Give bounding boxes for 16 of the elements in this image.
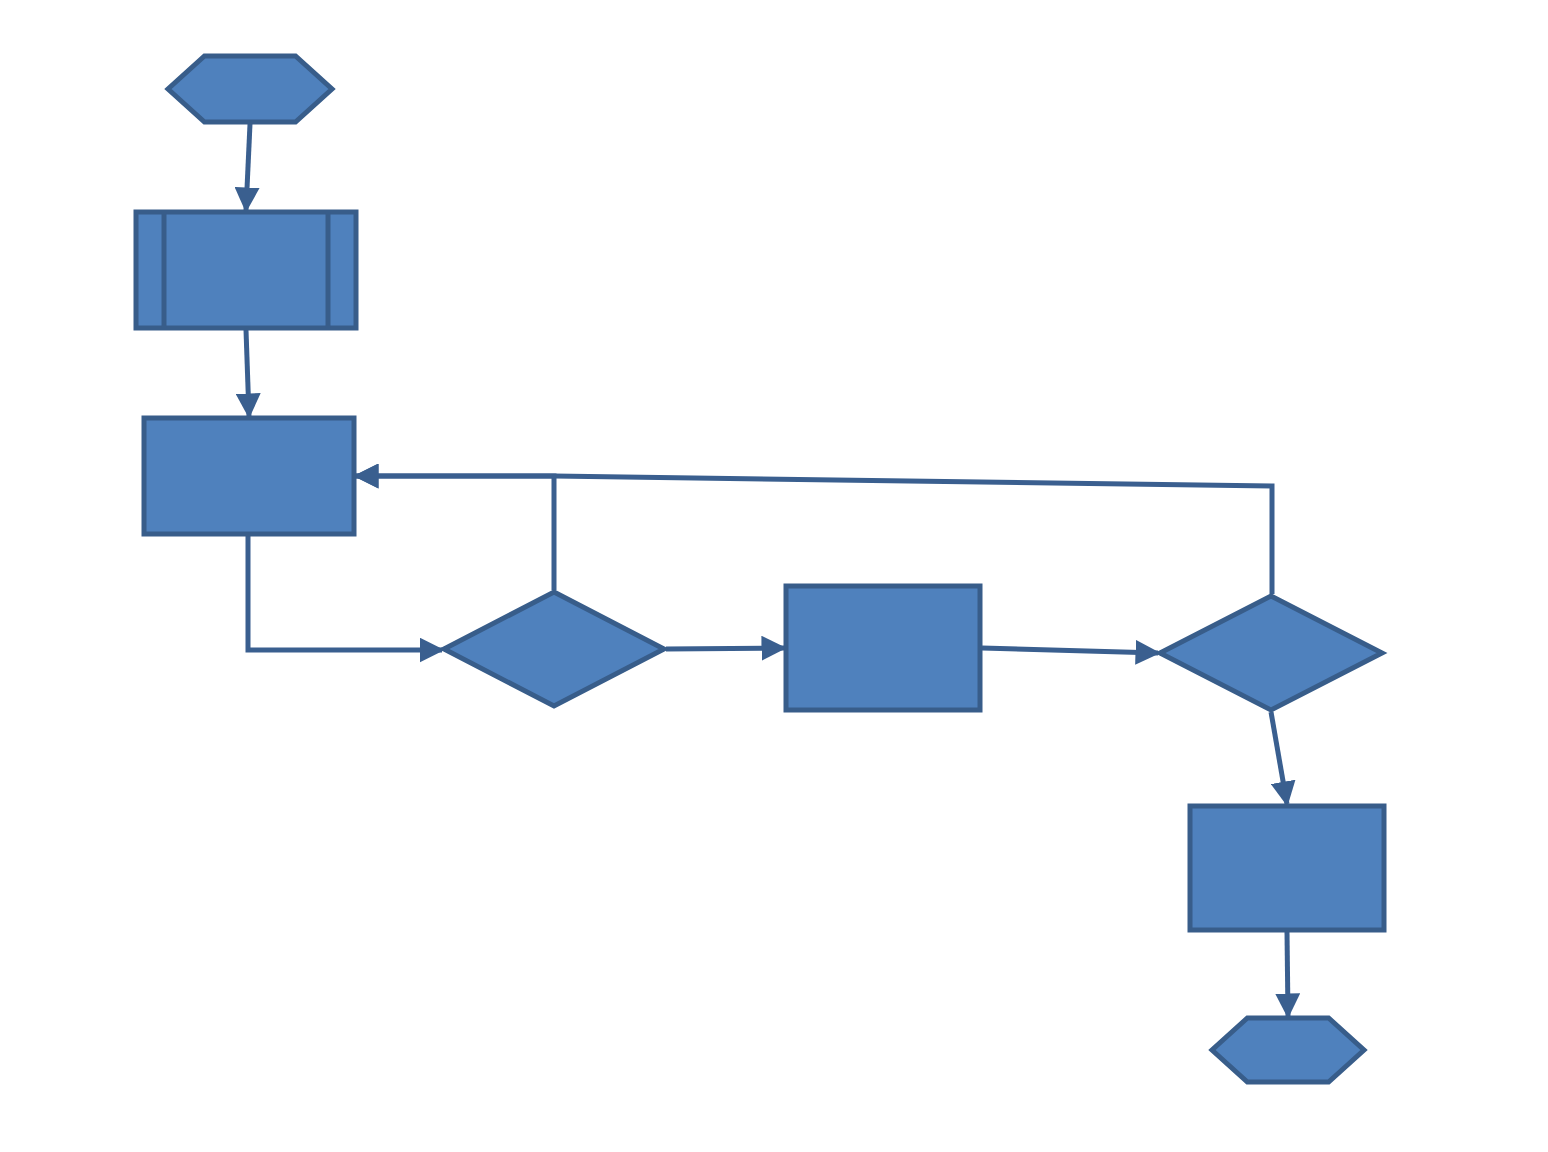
hexagon-shape bbox=[166, 54, 334, 124]
arrow bbox=[1268, 711, 1296, 807]
process-box bbox=[142, 416, 356, 536]
arrow bbox=[981, 639, 1161, 665]
arrow bbox=[1275, 931, 1301, 1019]
decision-diamond bbox=[442, 590, 666, 708]
arrow bbox=[666, 635, 787, 661]
arrow bbox=[235, 329, 261, 419]
hexagon-shape bbox=[1210, 1016, 1366, 1084]
decision-diamond bbox=[1158, 594, 1384, 712]
arrow bbox=[353, 463, 1275, 594]
arrow bbox=[245, 536, 445, 663]
process-box bbox=[1188, 804, 1386, 932]
process-box bbox=[784, 584, 982, 712]
arrow bbox=[234, 123, 260, 213]
predefined-process-box bbox=[134, 210, 358, 330]
